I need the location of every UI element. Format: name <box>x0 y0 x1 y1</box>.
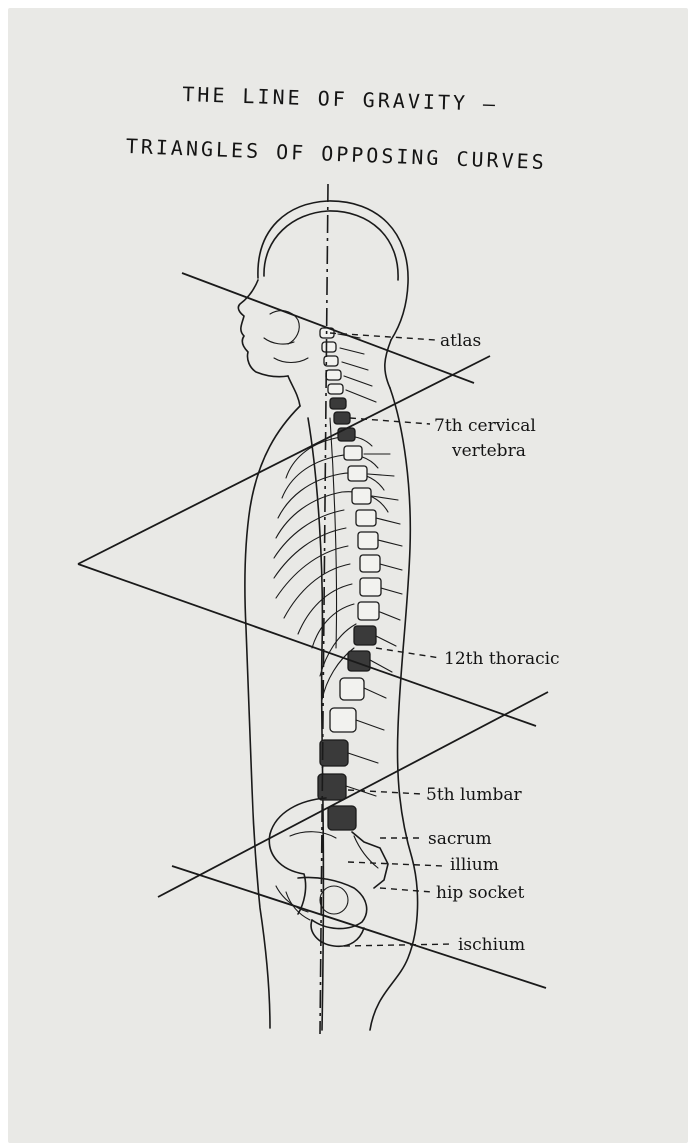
label-hip-socket: hip socket <box>436 883 525 903</box>
vertebra <box>360 578 381 596</box>
vertebra <box>358 532 378 549</box>
ischium-leader <box>344 944 454 946</box>
vertebra <box>352 488 371 504</box>
vertebra <box>348 466 367 481</box>
vertebra <box>320 740 348 766</box>
hip-socket-leader <box>380 888 432 892</box>
label-illium: illium <box>450 855 499 875</box>
vertebra <box>356 510 376 526</box>
vertebra <box>328 384 343 394</box>
diagram-title-line-2: TRIANGLES OF OPPOSING CURVES <box>125 134 547 174</box>
vertebra <box>354 626 376 645</box>
vertebra <box>340 678 364 700</box>
hip-socket-bone <box>298 877 367 928</box>
label-7th-cervical: 7th cervical <box>434 416 536 436</box>
vertebra <box>322 342 336 352</box>
label-12th-thoracic: 12th thoracic <box>444 649 560 669</box>
label-5th-lumbar: 5th lumbar <box>426 785 523 805</box>
body-outline <box>238 201 417 1030</box>
vertebra <box>360 555 380 572</box>
anatomy-labels: atlas 7th cervical vertebra 12th thoraci… <box>426 331 560 955</box>
label-vertebra: vertebra <box>451 441 526 461</box>
spine <box>318 328 402 830</box>
vertebra <box>326 370 341 380</box>
vertebra <box>334 412 350 424</box>
vertebra <box>330 708 356 732</box>
illium-leader <box>348 862 444 866</box>
gravity-diagram: THE LINE OF GRAVITY — TRIANGLES OF OPPOS… <box>8 8 688 1143</box>
vertebra <box>328 806 356 830</box>
upper-triangle-line <box>78 356 490 564</box>
label-ischium: ischium <box>458 935 525 955</box>
vertebra <box>330 398 346 409</box>
label-sacrum: sacrum <box>428 829 492 849</box>
book-page: THE LINE OF GRAVITY — TRIANGLES OF OPPOS… <box>8 8 688 1143</box>
vertebra <box>358 602 379 620</box>
label-atlas: atlas <box>440 331 481 351</box>
opposing-curve-lines <box>78 273 548 988</box>
lower-triangle-line <box>78 564 536 726</box>
vertebra <box>338 428 355 441</box>
diagram-title-line-1: THE LINE OF GRAVITY — <box>182 82 498 116</box>
atlas-leader <box>330 333 436 340</box>
thoracic-leader <box>376 648 440 658</box>
ilium-bone <box>269 798 326 914</box>
vertebra <box>344 446 362 460</box>
